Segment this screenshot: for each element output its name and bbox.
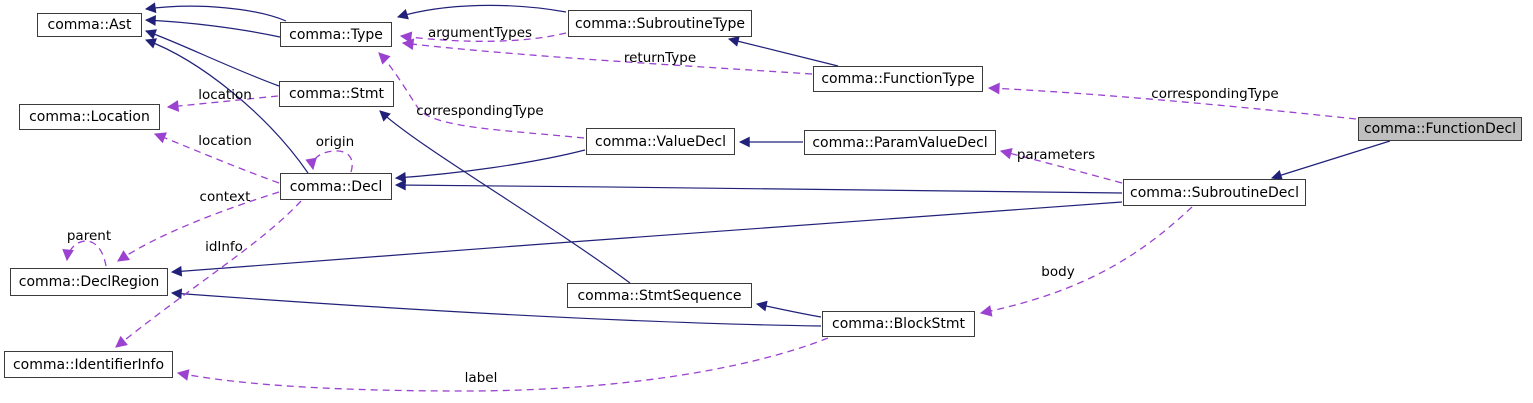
edge-subroutinetype-to-type bbox=[396, 4, 567, 20]
edge-blockstmt-to-stmtsequence bbox=[755, 300, 822, 318]
node-label: comma::FunctionDecl bbox=[1363, 121, 1517, 137]
node-comma-stmt[interactable]: comma::Stmt bbox=[279, 81, 394, 107]
edge-stmt-to-ast bbox=[144, 29, 280, 87]
edge-type-to-ast bbox=[144, 15, 281, 38]
node-label: comma::FunctionType bbox=[821, 71, 975, 87]
edge-label-parameters: parameters bbox=[1017, 147, 1095, 163]
node-comma-identifierinfo[interactable]: comma::IdentifierInfo bbox=[4, 351, 173, 378]
edge-decl-context bbox=[117, 191, 280, 262]
node-label: comma::Decl bbox=[289, 178, 383, 195]
node-label: comma::ValueDecl bbox=[595, 133, 726, 150]
edge-body bbox=[979, 206, 1193, 317]
edge-declregion-parent-selfloop bbox=[62, 240, 107, 267]
edge-type-to-ast-top bbox=[144, 2, 287, 22]
node-label: comma::Location bbox=[29, 109, 150, 125]
node-comma-functiondecl[interactable]: comma::FunctionDecl bbox=[1358, 117, 1522, 141]
edge-label-idinfo: idInfo bbox=[205, 239, 243, 255]
edge-label-correspondingtype-left: correspondingType bbox=[416, 103, 543, 119]
edge-decl-origin-selfloop bbox=[305, 150, 353, 173]
edge-label-location-stmt: location bbox=[198, 87, 252, 103]
node-comma-blockstmt[interactable]: comma::BlockStmt bbox=[822, 311, 975, 337]
edge-label-parent: parent bbox=[67, 228, 111, 244]
edge-label-location-decl: location bbox=[198, 133, 252, 149]
node-label: comma::BlockStmt bbox=[832, 316, 965, 332]
node-comma-valuedecl[interactable]: comma::ValueDecl bbox=[586, 128, 735, 155]
node-comma-stmtsequence[interactable]: comma::StmtSequence bbox=[567, 283, 752, 308]
edge-stmtsequence-to-stmt bbox=[379, 110, 631, 284]
node-comma-declregion[interactable]: comma::DeclRegion bbox=[10, 268, 168, 296]
node-label: comma::DeclRegion bbox=[18, 274, 160, 290]
node-comma-paramvaluedecl[interactable]: comma::ParamValueDecl bbox=[804, 130, 996, 155]
edge-decl-idinfo bbox=[115, 200, 302, 348]
edge-label-correspondingtype-right: correspondingType bbox=[1151, 86, 1278, 102]
edge-argumenttypes bbox=[399, 31, 567, 44]
node-comma-subroutinedecl[interactable]: comma::SubroutineDecl bbox=[1123, 179, 1306, 206]
node-label: comma::IdentifierInfo bbox=[12, 356, 165, 373]
edge-stmt-location bbox=[166, 95, 279, 112]
node-label: comma::Ast bbox=[47, 17, 132, 33]
edge-label-label: label bbox=[465, 370, 498, 386]
edge-label-returntype: returnType bbox=[624, 50, 696, 66]
node-comma-functiontype[interactable]: comma::FunctionType bbox=[813, 66, 983, 92]
edge-label-context: context bbox=[200, 189, 251, 205]
edge-correspondingtype-functiondecl bbox=[987, 82, 1357, 120]
node-comma-type[interactable]: comma::Type bbox=[280, 22, 392, 47]
node-comma-subroutinetype[interactable]: comma::SubroutineType bbox=[568, 10, 752, 37]
edge-label-origin: origin bbox=[316, 134, 354, 150]
node-label: comma::SubroutineDecl bbox=[1130, 184, 1299, 201]
edge-label-body: body bbox=[1041, 264, 1074, 280]
edge-subroutinedecl-to-declregion bbox=[170, 201, 1123, 277]
node-label: comma::StmtSequence bbox=[577, 287, 742, 304]
edge-blockstmt-to-declregion bbox=[170, 288, 822, 327]
edge-functiondecl-to-subroutinedecl bbox=[1270, 140, 1391, 181]
node-comma-ast[interactable]: comma::Ast bbox=[37, 13, 142, 37]
node-label: comma::Type bbox=[289, 26, 383, 43]
node-label: comma::ParamValueDecl bbox=[812, 134, 988, 151]
node-comma-decl[interactable]: comma::Decl bbox=[280, 173, 392, 200]
edge-decl-to-ast bbox=[144, 38, 309, 174]
edge-label-argumenttypes: argumentTypes bbox=[428, 25, 532, 41]
edge-label bbox=[176, 337, 829, 392]
edge-returntype bbox=[401, 38, 813, 75]
node-label: comma::SubroutineType bbox=[574, 15, 746, 32]
edge-functiontype-to-subroutinetype bbox=[727, 36, 839, 67]
edge-valuedecl-to-decl bbox=[394, 149, 586, 183]
edge-correspondingtype-valuedecl bbox=[378, 52, 585, 139]
edge-subroutinedecl-to-decl bbox=[394, 179, 1123, 194]
edge-decl-location bbox=[153, 132, 280, 184]
node-label: comma::Stmt bbox=[288, 86, 385, 102]
node-comma-location[interactable]: comma::Location bbox=[19, 104, 160, 130]
edge-parameters bbox=[999, 147, 1123, 184]
